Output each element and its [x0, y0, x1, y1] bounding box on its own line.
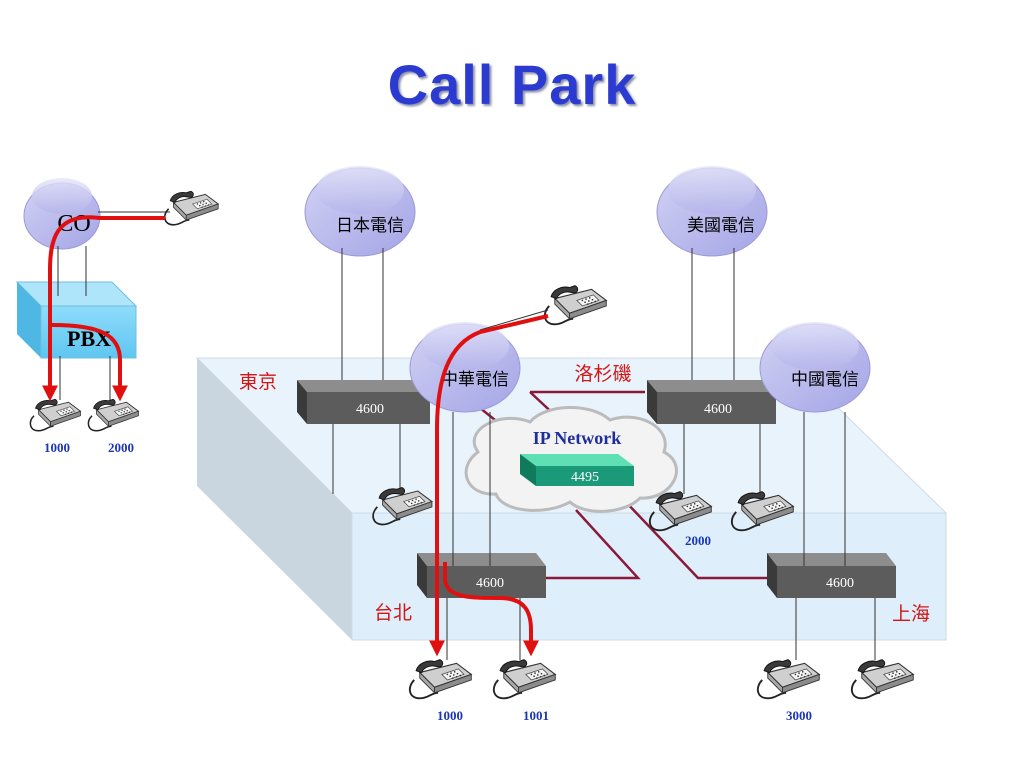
tokyo-switch-icon: [297, 380, 430, 424]
ip-device-4495-icon: [520, 454, 634, 486]
pbx-section: CO PBX 1000 2000: [15, 178, 220, 455]
taipei-telephone-1000-icon[interactable]: [408, 658, 473, 700]
co-telephone-icon[interactable]: [163, 190, 220, 226]
page-title: Call Park: [387, 53, 637, 116]
ip-network-label: IP Network: [533, 428, 622, 448]
la-city-label: 洛杉磯: [574, 363, 631, 385]
carrier-clouds: 日本電信 美國電信: [304, 166, 768, 257]
shanghai-switch-label: 4600: [826, 576, 854, 591]
pbx-extension-1000: 1000: [44, 440, 70, 455]
taipei-telephone-1001-icon[interactable]: [492, 658, 557, 700]
shanghai-city-label: 上海: [892, 603, 930, 625]
la-switch-label: 4600: [704, 402, 732, 417]
taiwan-carrier-label: 中華電信: [441, 370, 509, 390]
taipei-park-path-arrow: [443, 562, 539, 657]
shanghai-switch-icon: [767, 553, 896, 598]
usa-carrier-label: 美國電信: [687, 216, 755, 236]
pbx-park-path-arrow: [51, 323, 128, 402]
taipei-city-label: 台北: [374, 602, 412, 624]
la-extension-2000: 2000: [685, 533, 711, 548]
co-cloud-icon: [23, 178, 101, 250]
taipei-switch-label: 4600: [476, 576, 504, 591]
pbx-telephone-1000-icon[interactable]: [29, 398, 82, 432]
pbx-telephone-2000-icon[interactable]: [87, 398, 140, 432]
usa-carrier-cloud-icon: [656, 166, 768, 257]
japan-carrier-label: 日本電信: [336, 216, 404, 236]
ip-device-label: 4495: [571, 470, 599, 485]
la-switch-icon: [647, 380, 776, 424]
remote-telephone-icon[interactable]: [543, 284, 608, 326]
china-carrier-label: 中國電信: [791, 370, 859, 390]
taipei-switch-icon: [417, 553, 546, 598]
japan-carrier-cloud-icon: [304, 166, 416, 257]
pbx-call-path-arrow: [42, 215, 165, 402]
tokyo-city-label: 東京: [239, 371, 277, 393]
taipei-call-path-arrow: [429, 314, 549, 657]
shanghai-extension-3000: 3000: [786, 708, 812, 723]
tokyo-switch-label: 4600: [356, 402, 384, 417]
pbx-extension-2000: 2000: [108, 440, 134, 455]
taipei-extension-1001: 1001: [523, 708, 549, 723]
shanghai-telephone-3000-icon[interactable]: [756, 658, 821, 700]
shanghai-telephone-icon[interactable]: [850, 658, 915, 700]
taipei-extension-1000: 1000: [437, 708, 463, 723]
taiwan-carrier-cloud-icon: [409, 322, 521, 413]
china-carrier-cloud-icon: [759, 322, 871, 413]
